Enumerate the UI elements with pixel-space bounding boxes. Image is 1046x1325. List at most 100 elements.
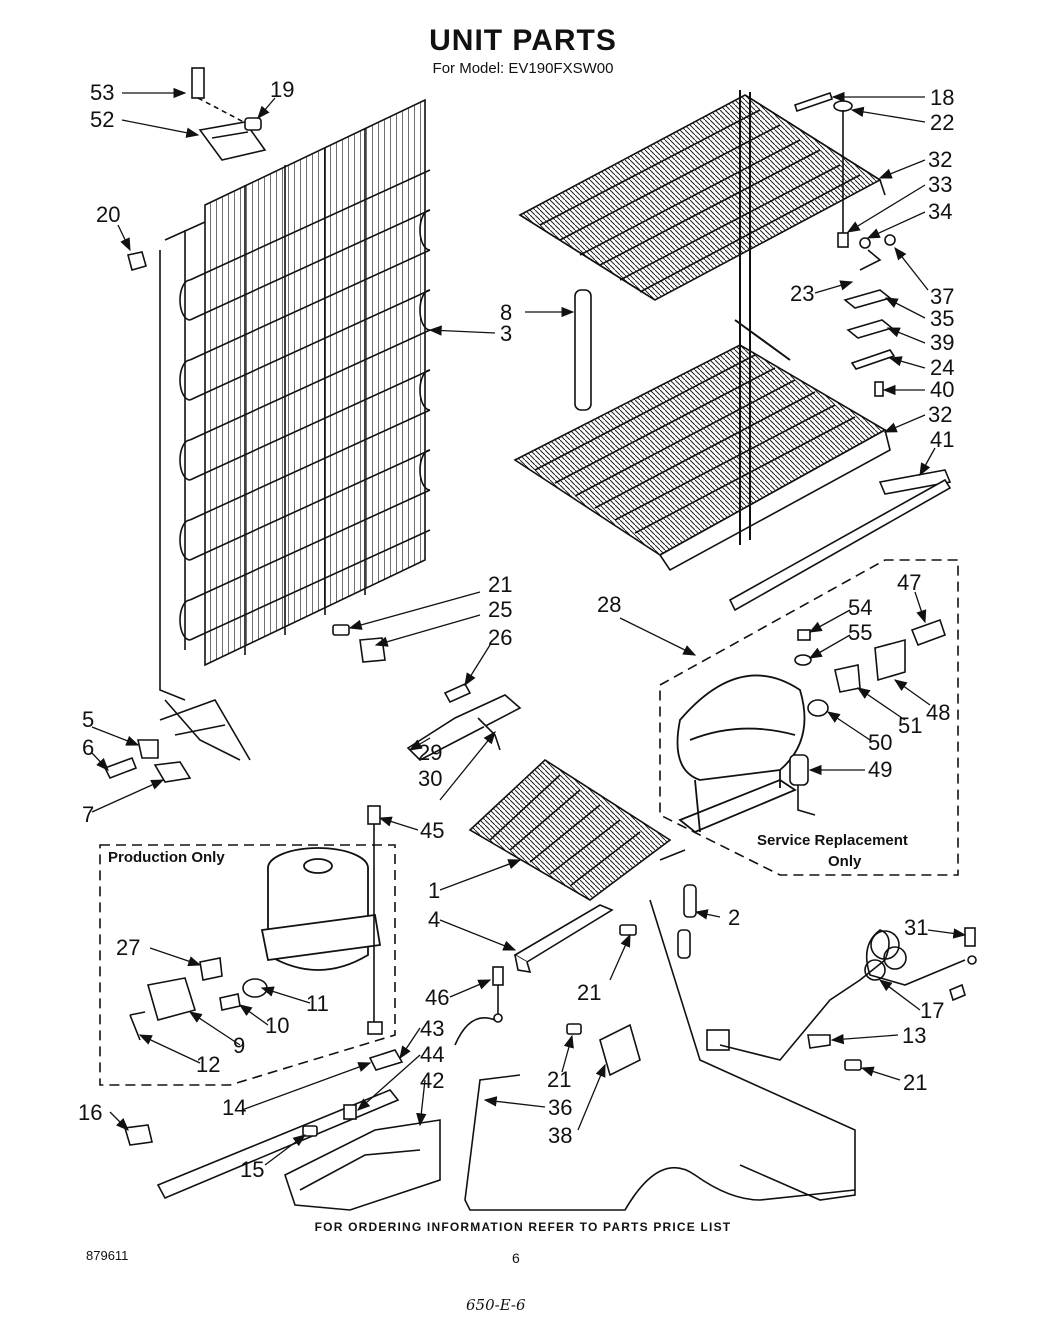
callout-1: 1 bbox=[428, 878, 440, 903]
callout-6: 6 bbox=[82, 735, 94, 760]
callout-8: 8 bbox=[500, 300, 512, 325]
callout-33: 33 bbox=[928, 172, 952, 197]
callout-46: 46 bbox=[425, 985, 449, 1010]
ordering-note: FOR ORDERING INFORMATION REFER TO PARTS … bbox=[314, 1220, 732, 1234]
cover-38 bbox=[566, 1023, 641, 1077]
base-rail-43 bbox=[156, 1049, 404, 1200]
grommet-22 bbox=[833, 100, 853, 235]
screw-18 bbox=[793, 91, 834, 113]
callout-38: 38 bbox=[548, 1123, 572, 1148]
callout-31: 31 bbox=[904, 915, 928, 940]
base-pan-42 bbox=[284, 1104, 441, 1211]
callout-11: 11 bbox=[306, 991, 329, 1016]
evaporator-tubing bbox=[734, 90, 791, 545]
callout-labels: 53 52 19 20 3 8 18 22 32 33 34 37 23 35 … bbox=[78, 77, 954, 1182]
document-number: 879611 bbox=[86, 1248, 129, 1263]
callout-30: 30 bbox=[418, 766, 442, 791]
callout-21-a: 21 bbox=[488, 572, 512, 597]
callout-12: 12 bbox=[196, 1052, 220, 1077]
callout-19: 19 bbox=[270, 77, 294, 102]
condenser-coil bbox=[159, 98, 431, 761]
callout-39: 39 bbox=[930, 330, 954, 355]
callout-42: 42 bbox=[420, 1068, 444, 1093]
compressor-service bbox=[676, 674, 806, 834]
callout-3: 3 bbox=[500, 321, 512, 346]
relay-overload-parts bbox=[129, 957, 268, 1041]
service-small-parts bbox=[789, 618, 947, 816]
callout-47: 47 bbox=[897, 570, 921, 595]
callout-5: 5 bbox=[82, 707, 94, 732]
callout-17: 17 bbox=[920, 998, 944, 1023]
evaporator-shelf-upper bbox=[518, 94, 886, 301]
callout-21-b: 21 bbox=[577, 980, 601, 1005]
service-replacement-box bbox=[659, 559, 959, 876]
callout-43: 43 bbox=[420, 1016, 444, 1041]
page-number: 6 bbox=[512, 1250, 520, 1266]
callout-7: 7 bbox=[82, 802, 94, 827]
service-replacement-label: Service Replacement bbox=[757, 832, 908, 849]
drain-trough-41 bbox=[728, 469, 952, 612]
evaporator-coil-1 bbox=[468, 758, 672, 901]
callout-23: 23 bbox=[790, 281, 814, 306]
compressor-production bbox=[260, 847, 382, 971]
callout-27: 27 bbox=[116, 935, 140, 960]
tube-2 bbox=[677, 884, 697, 959]
callout-28: 28 bbox=[597, 592, 621, 617]
callout-44: 44 bbox=[420, 1042, 444, 1067]
callout-36: 36 bbox=[548, 1095, 572, 1120]
screw-45 bbox=[367, 805, 383, 1035]
callout-45: 45 bbox=[420, 818, 444, 843]
handwritten-code: 650-E-6 bbox=[466, 1296, 526, 1314]
brackets-35-39-24 bbox=[843, 289, 896, 397]
callout-14: 14 bbox=[222, 1095, 246, 1120]
channel-4 bbox=[513, 904, 637, 974]
callout-16: 16 bbox=[78, 1100, 102, 1125]
callout-52: 52 bbox=[90, 107, 114, 132]
callout-32-upper: 32 bbox=[928, 147, 952, 172]
callout-18: 18 bbox=[930, 85, 954, 110]
model-subtitle: For Model: EV190FXSW00 bbox=[432, 60, 614, 77]
callout-53: 53 bbox=[90, 80, 114, 105]
callout-37: 37 bbox=[930, 284, 954, 309]
callout-4: 4 bbox=[428, 907, 440, 932]
callout-9: 9 bbox=[233, 1033, 245, 1058]
callout-10: 10 bbox=[265, 1013, 289, 1038]
callout-21-c: 21 bbox=[903, 1070, 927, 1095]
callout-22: 22 bbox=[930, 110, 954, 135]
production-only-label: Production Only bbox=[108, 849, 225, 866]
callout-49: 49 bbox=[868, 757, 892, 782]
condenser-clip-53 bbox=[191, 67, 256, 129]
evaporator-shelf-lower bbox=[513, 344, 891, 572]
callout-55: 55 bbox=[848, 620, 872, 645]
callout-29: 29 bbox=[418, 740, 442, 765]
callout-24: 24 bbox=[930, 355, 954, 380]
callout-35: 35 bbox=[930, 306, 954, 331]
callout-54: 54 bbox=[848, 595, 872, 620]
service-only-label: Only bbox=[828, 853, 862, 870]
screw-31-clip-13 bbox=[807, 927, 977, 1071]
callout-41: 41 bbox=[930, 427, 954, 452]
callout-48: 48 bbox=[926, 700, 950, 725]
tube-8 bbox=[574, 289, 592, 411]
callout-2: 2 bbox=[728, 905, 740, 930]
clip-16 bbox=[123, 1124, 153, 1146]
callout-21-d: 21 bbox=[547, 1067, 571, 1092]
condenser-bracket-52 bbox=[198, 121, 267, 161]
parts-5-6-7 bbox=[103, 739, 192, 783]
callout-20: 20 bbox=[96, 202, 120, 227]
screw-46-harness bbox=[454, 966, 504, 1046]
callout-34: 34 bbox=[928, 199, 952, 224]
screw-19 bbox=[244, 117, 262, 131]
callout-51: 51 bbox=[898, 713, 922, 738]
callout-26: 26 bbox=[488, 625, 512, 650]
clip-20 bbox=[127, 251, 147, 271]
hardware-33-34-37 bbox=[837, 232, 896, 271]
leader-lines bbox=[91, 87, 967, 1166]
screw-21-clip-25 bbox=[332, 624, 386, 663]
callout-25: 25 bbox=[488, 597, 512, 622]
discharge-tube-36 bbox=[464, 1074, 856, 1211]
plug-26 bbox=[443, 682, 472, 704]
callout-32-lower: 32 bbox=[928, 402, 952, 427]
callout-50: 50 bbox=[868, 730, 892, 755]
